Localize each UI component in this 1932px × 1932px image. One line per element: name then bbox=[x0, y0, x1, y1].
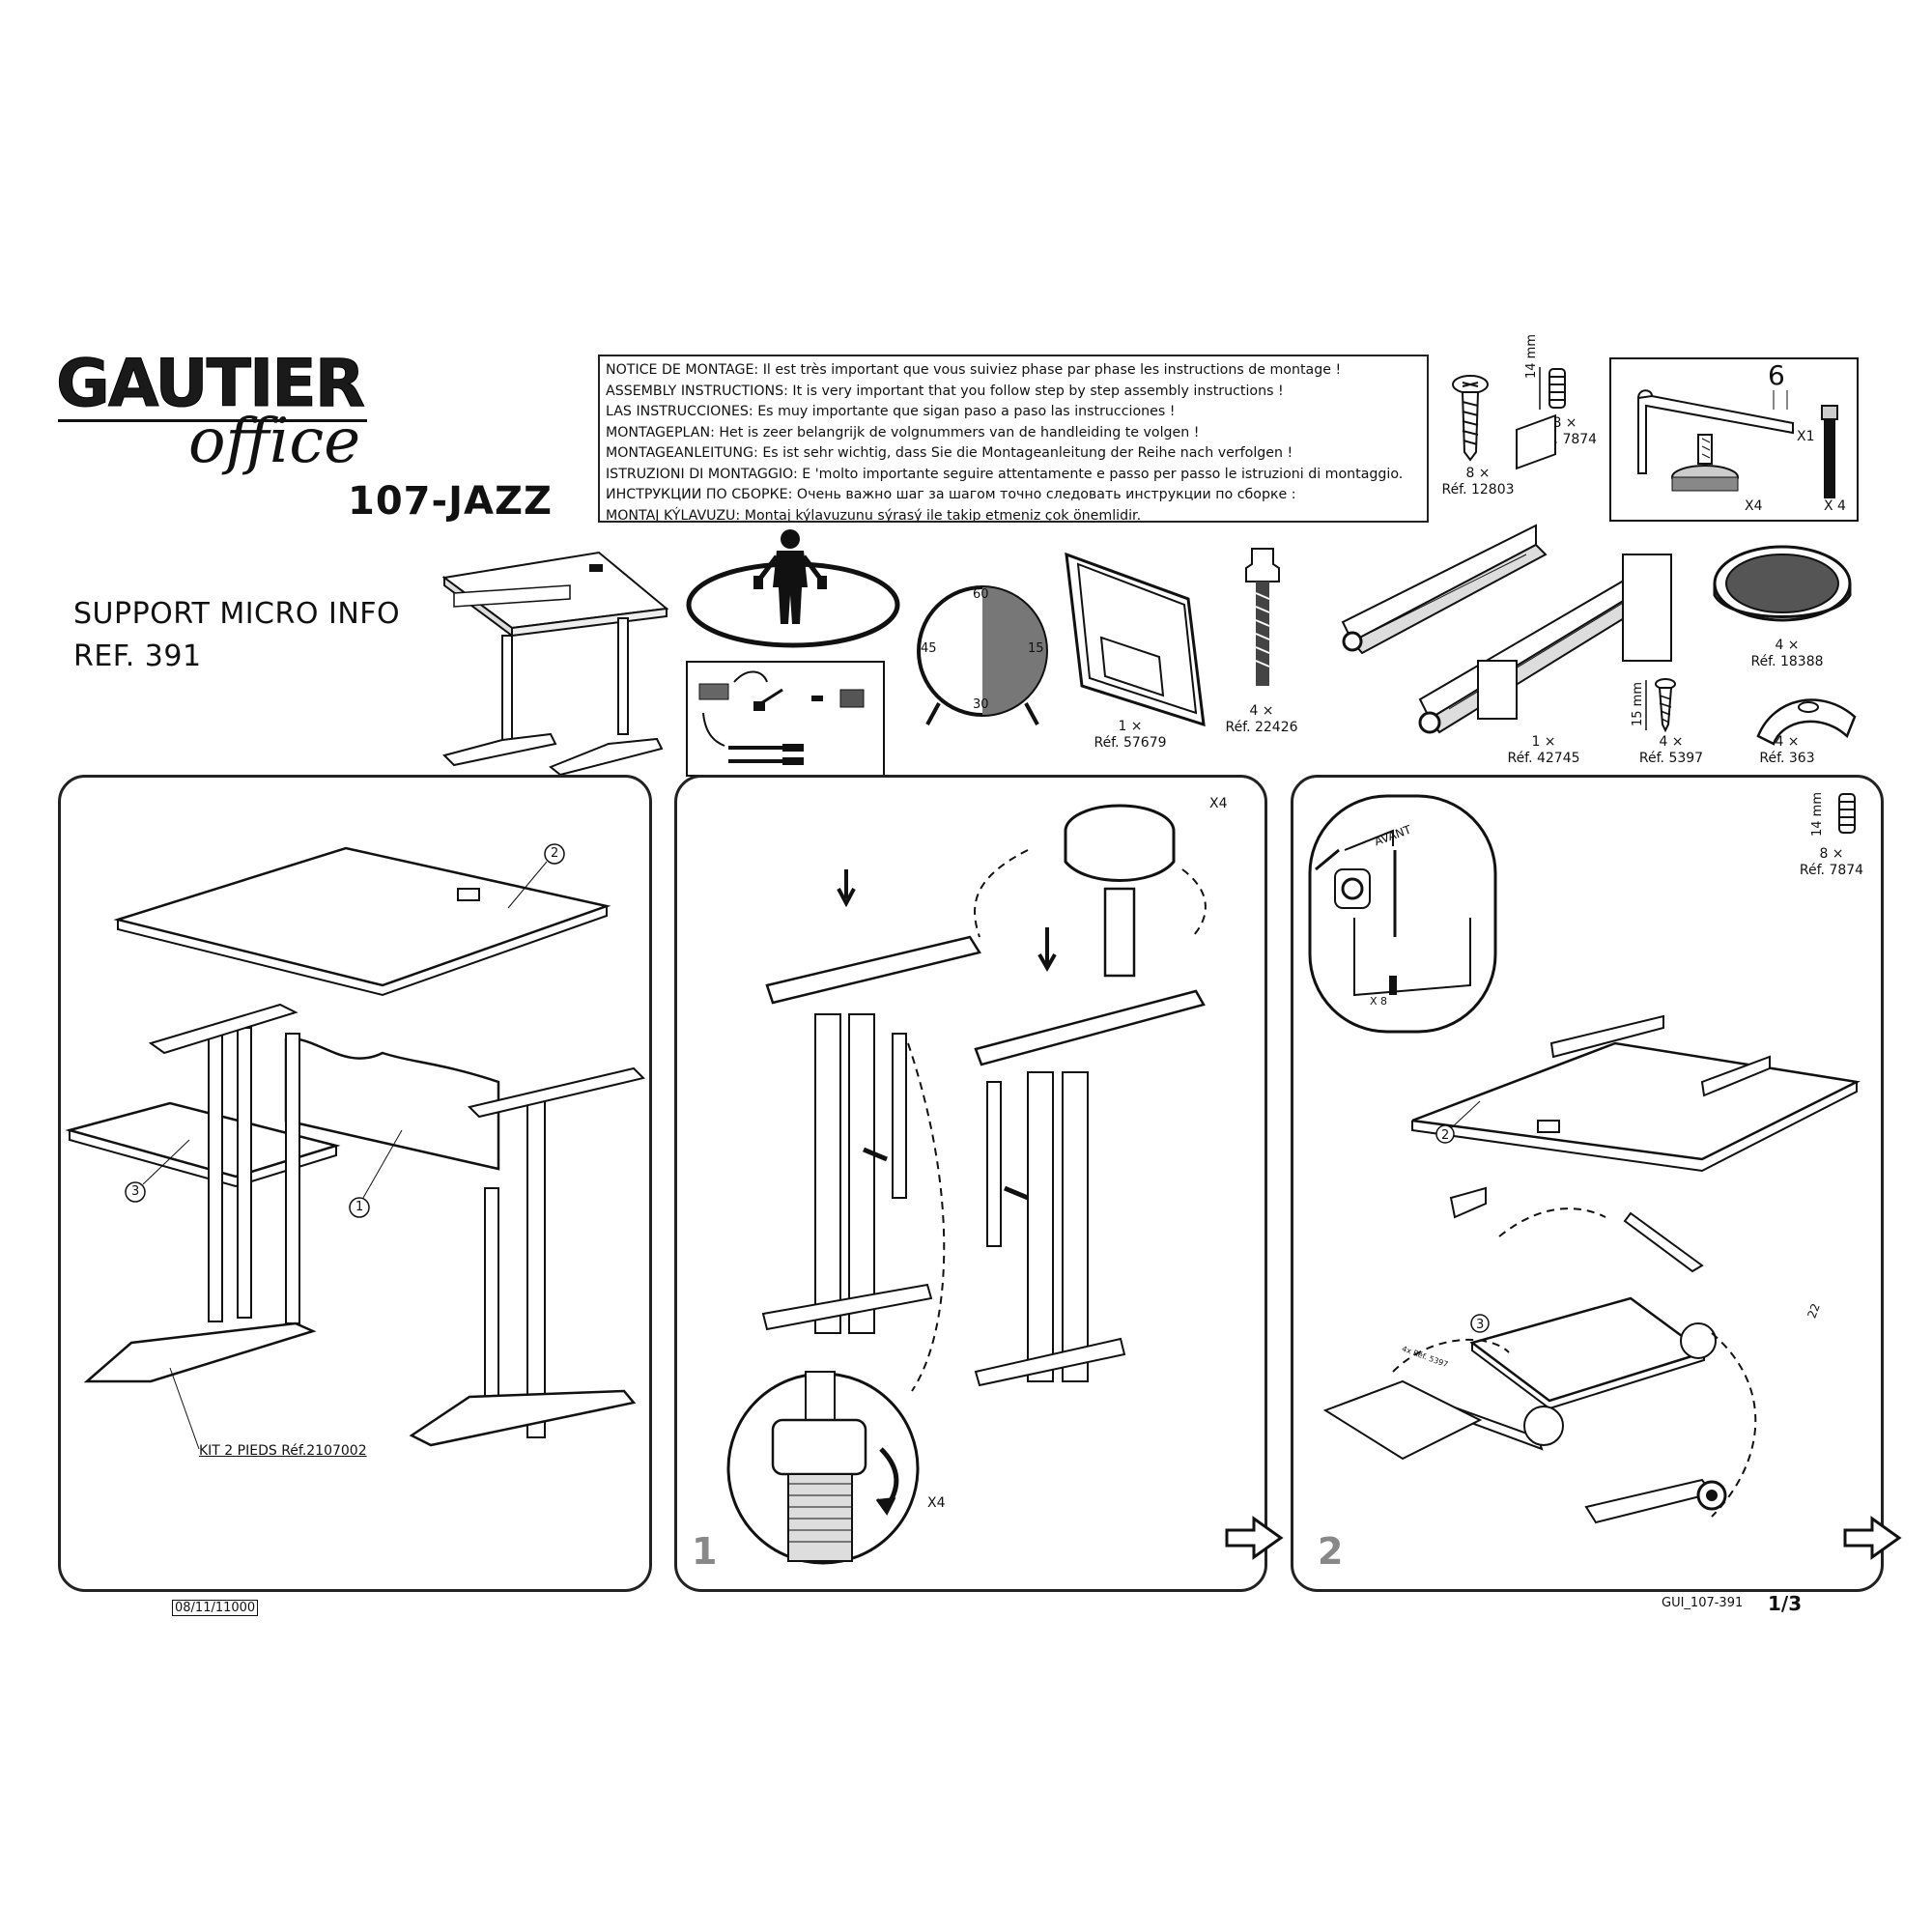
qty-x4-leveler: X4 bbox=[1745, 498, 1763, 514]
step-number-2: 2 bbox=[1318, 1530, 1344, 1573]
exploded-desk-diagram bbox=[65, 843, 645, 1450]
footer-doc-code: GUI_107-391 bbox=[1662, 1596, 1744, 1610]
step2-dowel-icon bbox=[1838, 793, 1856, 834]
product-block: SUPPORT MICRO INFO REF. 391 bbox=[73, 593, 400, 678]
qty-x4-bolt: X 4 bbox=[1824, 498, 1846, 514]
step2-callout-2: 2 bbox=[1441, 1128, 1450, 1143]
notice-line: NOTICE DE MONTAGE: Il est très important… bbox=[606, 362, 1342, 378]
clock-tick-30: 30 bbox=[973, 697, 989, 712]
notice-line: MONTAGEANLEITUNG: Es ist sehr wichtig, d… bbox=[606, 445, 1293, 461]
clock-tick-15: 15 bbox=[1028, 641, 1044, 656]
brand-underline bbox=[58, 419, 367, 422]
desk-thumbnail bbox=[441, 551, 669, 777]
label-ref-5397: 4 × Réf. 5397 bbox=[1638, 734, 1704, 766]
dim-15mm: 15 mm bbox=[1631, 681, 1645, 726]
product-ref: REF. 391 bbox=[73, 639, 202, 673]
dim-14mm: 14 mm bbox=[1524, 333, 1539, 379]
connector-bolt-icon bbox=[1245, 548, 1280, 686]
kit-label: KIT 2 PIEDS Réf.2107002 bbox=[199, 1443, 367, 1459]
label-ref-57679: 1 × Réf. 57679 bbox=[1094, 719, 1167, 751]
label-ref-18388: 4 × Réf. 18388 bbox=[1750, 638, 1824, 669]
brand-subtitle: office bbox=[188, 406, 361, 477]
two-person-icon bbox=[686, 529, 900, 648]
step1-qty-x4-bottom: X4 bbox=[927, 1495, 946, 1511]
step2-diagram bbox=[1308, 794, 1861, 1524]
step2-dim-14mm: 14 mm bbox=[1810, 791, 1825, 837]
callout-2: 2 bbox=[551, 846, 559, 861]
footer-page: 1/3 bbox=[1768, 1592, 1803, 1615]
step2-qty-x8: X 8 bbox=[1370, 995, 1388, 1008]
brand-logo: GAUTIER bbox=[55, 346, 365, 423]
assembly-notice: NOTICE DE MONTAGE: Il est très important… bbox=[598, 355, 1429, 523]
label-ref-22426: 4 × Réf. 22426 bbox=[1225, 703, 1298, 735]
notice-line: MONTAGEPLAN: Het is zeer belangrijk de v… bbox=[606, 424, 1200, 440]
product-title: SUPPORT MICRO INFO bbox=[73, 597, 401, 631]
label-ref-42745: 1 × Réf. 42745 bbox=[1507, 734, 1580, 766]
tools-icon bbox=[686, 661, 885, 777]
step1-diagram bbox=[726, 804, 1207, 1565]
assembly-time-clock-icon bbox=[917, 585, 1048, 725]
end-cap-icon bbox=[1756, 698, 1857, 746]
screw-icon bbox=[1452, 375, 1489, 462]
notice-line: ИНСТРУКЦИИ ПО СБОРКЕ: Очень важно шаг за… bbox=[606, 487, 1296, 502]
notice-line: LAS INSTRUCCIONES: Es muy importante que… bbox=[606, 404, 1176, 419]
step1-qty-x4-top: X4 bbox=[1209, 796, 1228, 811]
allen-key-leveler-box bbox=[1609, 357, 1859, 522]
dowel-icon bbox=[1539, 367, 1566, 410]
notice-line: ASSEMBLY INSTRUCTIONS: It is very import… bbox=[606, 383, 1284, 399]
cable-grommet-icon bbox=[1065, 552, 1206, 727]
label-ref-12803: 8 × Réf. 12803 bbox=[1441, 466, 1515, 497]
model-name: 107-JAZZ bbox=[348, 479, 553, 524]
allen-key-size: 6 bbox=[1768, 359, 1785, 391]
clock-tick-45: 45 bbox=[921, 641, 937, 656]
step2-label-ref-7874: 8 × Réf. 7874 bbox=[1799, 846, 1864, 878]
notice-line: ISTRUZIONI DI MONTAGGIO: E 'molto import… bbox=[606, 466, 1404, 482]
next-arrow-icon bbox=[1843, 1516, 1902, 1560]
notice-line: MONTAJ KÝLAVUZU: Montaj kýlavuzunu sýras… bbox=[606, 507, 1142, 523]
step2-callout-3: 3 bbox=[1476, 1318, 1485, 1332]
step-number-1: 1 bbox=[692, 1530, 718, 1573]
label-ref-363: 4 × Réf. 363 bbox=[1759, 734, 1815, 766]
clock-tick-60: 60 bbox=[973, 587, 989, 602]
next-arrow-icon bbox=[1225, 1516, 1284, 1560]
wood-screw-icon bbox=[1645, 678, 1676, 733]
foot-pad-icon bbox=[1713, 545, 1852, 622]
callout-1: 1 bbox=[355, 1200, 364, 1214]
drawer-runners-icon bbox=[1341, 413, 1672, 734]
callout-3: 3 bbox=[131, 1184, 140, 1199]
footer-date: 08/11/11000 bbox=[172, 1600, 259, 1616]
qty-x1: X1 bbox=[1797, 429, 1815, 444]
